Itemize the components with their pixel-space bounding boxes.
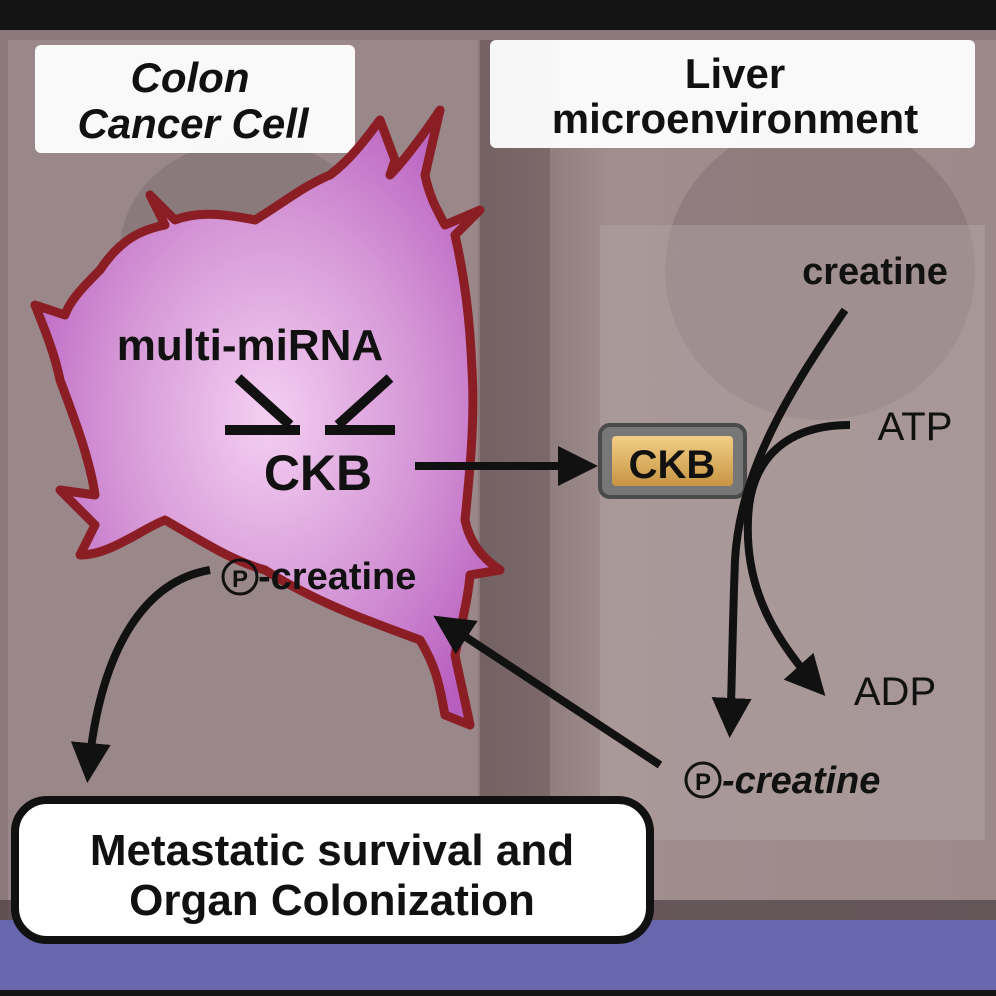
cell-border-shadow (480, 40, 550, 940)
outcome-box (11, 796, 654, 944)
outcome-arrow (70, 566, 211, 783)
intracellular-phosphate-icon (221, 558, 259, 596)
atp-to-adp-arrow (743, 421, 851, 696)
extracellular-space-panel (600, 225, 985, 840)
outcome-line1: Metastatic survival and (90, 826, 574, 875)
intracellular-ckb-label: CKB (264, 445, 372, 501)
mirna-label: multi-miRNA (117, 321, 383, 370)
creatine-label: creatine (802, 251, 948, 293)
left-title-line1: Colon (131, 54, 250, 101)
right-title-line1: Liver (685, 50, 785, 97)
extracellular-phosphate-icon (684, 761, 722, 799)
left-title-box (35, 45, 355, 153)
secreted-ckb-label: CKB (629, 443, 716, 487)
extracellular-pcreatine-label: -creatine (722, 760, 880, 802)
inhibition-symbol-left (225, 374, 300, 435)
hepatocyte-nucleus (665, 120, 975, 420)
adp-label: ADP (854, 670, 936, 714)
left-title-line2: Cancer Cell (77, 100, 309, 147)
extracellular-phosphate-symbol: P (695, 769, 711, 796)
cancer-cell-body (30, 105, 505, 730)
uptake-arrow (433, 615, 663, 769)
intracellular-phosphate-symbol: P (232, 566, 248, 593)
atp-label: ATP (878, 405, 953, 449)
secreted-ckb-badge (598, 423, 747, 499)
outcome-line2: Organ Colonization (129, 876, 535, 925)
right-title-line2: microenvironment (552, 95, 918, 142)
inhibition-symbol-right (325, 374, 395, 435)
right-title-box (490, 40, 975, 148)
creatine-to-pcreatine-arrow (711, 307, 849, 738)
intracellular-pcreatine-label: -creatine (258, 556, 416, 598)
